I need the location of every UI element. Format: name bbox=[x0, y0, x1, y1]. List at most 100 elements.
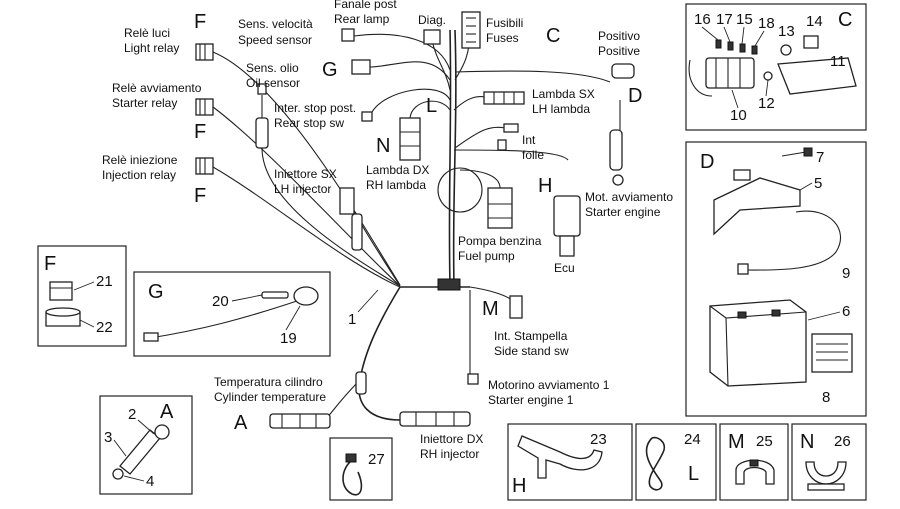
letter-l: L bbox=[426, 95, 437, 117]
ecu-plug bbox=[559, 235, 575, 257]
callout-8: 8 bbox=[822, 389, 830, 406]
label-motorino: Motorino avviamento 1 bbox=[488, 378, 610, 392]
callout-16: 16 bbox=[694, 11, 711, 28]
letter-f-1: F bbox=[194, 11, 206, 33]
label-fanale-post: Fanale post bbox=[334, 0, 397, 11]
label-positivo: Positivo bbox=[598, 29, 640, 43]
callout-19: 19 bbox=[280, 330, 297, 347]
label-pompa-benzina: Pompa benzina bbox=[458, 234, 542, 248]
label-lh-lambda: LH lambda bbox=[532, 102, 590, 116]
box-l-frame bbox=[635, 423, 717, 501]
side-stand-switch bbox=[509, 295, 523, 319]
label-cyl-temp: Cylinder temperature bbox=[214, 390, 326, 404]
callout-7: 7 bbox=[816, 149, 824, 166]
clip-part bbox=[805, 461, 847, 485]
callout-9: 9 bbox=[842, 265, 850, 282]
box-c-frame bbox=[685, 3, 867, 131]
label-rele-luci: Relè luci bbox=[124, 26, 170, 40]
label-speed-sensor: Speed sensor bbox=[238, 33, 312, 47]
label-mot-avviamento: Mot. avviamento bbox=[585, 190, 673, 204]
label-iniettore-sx: Iniettore SX bbox=[274, 167, 337, 181]
callout-3: 3 bbox=[104, 429, 112, 446]
lh-injector-connector bbox=[339, 187, 355, 215]
box-g-letter: G bbox=[148, 281, 164, 303]
callout-5: 5 bbox=[814, 175, 822, 192]
letter-g: G bbox=[322, 59, 338, 81]
callout-2: 2 bbox=[128, 406, 136, 423]
label-injection-relay: Injection relay bbox=[102, 168, 176, 182]
rh-injector-connector bbox=[399, 411, 471, 427]
letter-c: C bbox=[546, 25, 560, 47]
clamp-part bbox=[517, 435, 603, 479]
box-27-cable-tie: 27 bbox=[329, 437, 393, 501]
fuse-clip bbox=[803, 35, 819, 49]
fuse-bracket bbox=[777, 57, 857, 95]
box-m-letter: M bbox=[728, 431, 745, 453]
letter-f-2: F bbox=[194, 121, 206, 143]
fuse-holder bbox=[705, 57, 755, 89]
label-rh-lambda: RH lambda bbox=[366, 178, 426, 192]
speed-sensor-head bbox=[293, 286, 319, 306]
box-h-clamp: H 23 bbox=[507, 423, 633, 501]
letter-d: D bbox=[628, 85, 642, 107]
callout-4: 4 bbox=[146, 473, 154, 490]
label-oil-sensor: Oil sensor bbox=[246, 76, 300, 90]
box-f-letter: F bbox=[44, 253, 56, 275]
bracket-part bbox=[735, 459, 775, 485]
box-d-letter: D bbox=[700, 151, 714, 173]
callout-15: 15 bbox=[736, 11, 753, 28]
callout-24: 24 bbox=[684, 431, 701, 448]
box-a-frame bbox=[99, 395, 193, 495]
starter-engine-eyelet bbox=[612, 174, 624, 186]
box-a-letter: A bbox=[160, 401, 174, 423]
label-side-stand-sw: Side stand sw bbox=[494, 344, 569, 358]
box-l-letter: L bbox=[688, 463, 699, 485]
fuel-pump-connector bbox=[487, 187, 513, 229]
sensor-body bbox=[119, 429, 161, 475]
relay-body bbox=[49, 281, 73, 301]
box-m-bracket: M 25 bbox=[719, 423, 789, 501]
label-starter-engine: Starter engine bbox=[585, 205, 661, 219]
box-c-fuses: C 16 17 15 18 14 13 11 12 10 bbox=[685, 3, 867, 131]
label-sens-velocita: Sens. velocità bbox=[238, 17, 313, 31]
cable-tie-head bbox=[345, 453, 357, 463]
battery-cable-terminal bbox=[737, 263, 749, 275]
letter-h: H bbox=[538, 175, 552, 197]
box-f-relay: F 21 22 bbox=[37, 245, 127, 347]
box-h-frame bbox=[507, 423, 633, 501]
sensor-screw bbox=[261, 291, 289, 299]
positive-terminal bbox=[611, 63, 635, 79]
label-fuses: Fuses bbox=[486, 31, 519, 45]
label-rear-stop-sw: Rear stop sw bbox=[274, 116, 344, 130]
box-n-letter: N bbox=[800, 431, 814, 453]
harness-junction bbox=[437, 278, 461, 291]
label-fusibili: Fusibili bbox=[486, 16, 523, 30]
label-lambda-sx: Lambda SX bbox=[532, 87, 595, 101]
speed-sensor-plug bbox=[143, 332, 159, 342]
callout-13: 13 bbox=[778, 23, 795, 40]
oil-sensor-cable bbox=[255, 117, 269, 149]
label-ecu: Ecu bbox=[554, 261, 575, 275]
callout-23: 23 bbox=[590, 431, 607, 448]
sensor-tip bbox=[154, 424, 170, 440]
box-d-frame bbox=[685, 141, 867, 417]
starter-engine-cable bbox=[609, 129, 623, 171]
label-positive: Positive bbox=[598, 44, 640, 58]
fuse-box-connector bbox=[461, 11, 481, 49]
diag-connector bbox=[423, 29, 441, 45]
box-d-battery: D 7 5 9 6 8 bbox=[685, 141, 867, 417]
label-temp-cilindro: Temperatura cilindro bbox=[214, 375, 323, 389]
callout-10: 10 bbox=[730, 107, 747, 124]
neutral-switch bbox=[503, 123, 519, 133]
callout-12: 12 bbox=[758, 95, 775, 112]
label-fuel-pump: Fuel pump bbox=[458, 249, 515, 263]
letter-m: M bbox=[482, 298, 499, 320]
box-h-letter: H bbox=[512, 475, 526, 497]
callout-21: 21 bbox=[96, 273, 113, 290]
box-n-frame bbox=[791, 423, 867, 501]
box-f-frame bbox=[37, 245, 127, 347]
label-iniettore-dx: Iniettore DX bbox=[420, 432, 483, 446]
rear-lamp-connector bbox=[341, 28, 355, 42]
label-lh-injector: LH injector bbox=[274, 182, 331, 196]
